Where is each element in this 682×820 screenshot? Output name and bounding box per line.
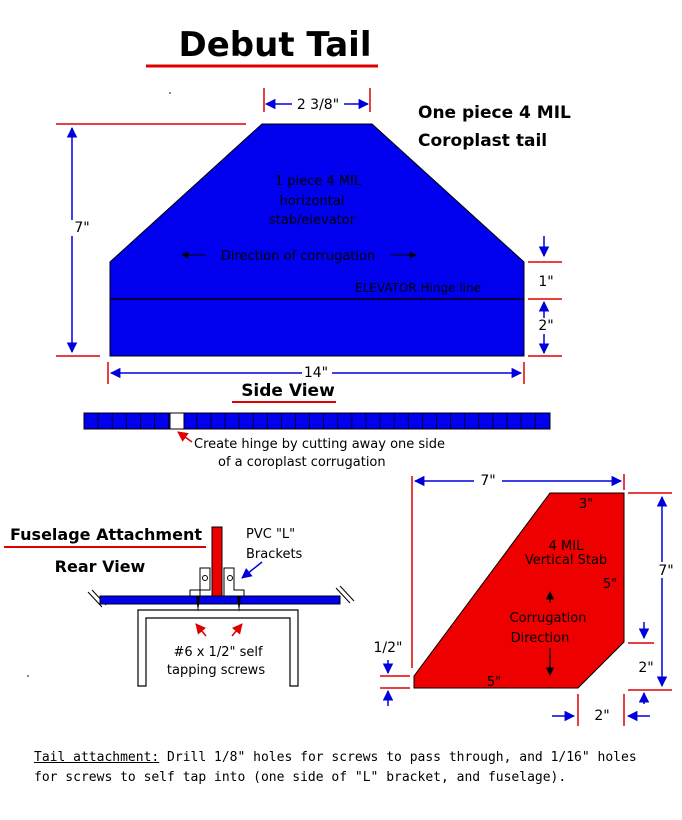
hinge-cut	[169, 412, 185, 430]
vstab-dim-height: 7"	[658, 563, 673, 579]
rear-view-assembly	[87, 526, 355, 687]
vertical-stab-shape	[413, 492, 625, 689]
vstab-dim-top: 3"	[579, 497, 593, 512]
l-bracket-left	[189, 567, 211, 597]
hinge-note-line1: Create hinge by cutting away one side	[194, 437, 445, 452]
dim-elevator-top-label: 1"	[538, 274, 553, 290]
footer-text: Drill 1/8" holes for screws to pass thro…	[34, 750, 637, 785]
dim-height-bg	[70, 220, 90, 236]
vstab-width-bg	[474, 472, 502, 488]
corrugation-strip	[83, 412, 551, 430]
rear-view-title-line2: Rear View	[55, 557, 146, 576]
screw-pointer-right	[231, 623, 243, 637]
rear-horizontal-stab	[99, 595, 341, 605]
hinge-note-line2: of a coroplast corrugation	[218, 455, 386, 470]
stray-dot-1	[169, 92, 171, 94]
vstab-dim-width: 7"	[480, 473, 495, 489]
tapping-screw-right	[237, 596, 241, 612]
hinge-line-label: ELEVATOR Hinge line	[355, 281, 481, 295]
page-title: Debut Tail	[179, 25, 372, 65]
break-mark-right-1	[335, 587, 351, 604]
dim-height-label: 7"	[74, 220, 89, 236]
bracket-label-line2: Brackets	[246, 547, 303, 562]
vstab-corrugation-line1: Corrugation	[510, 611, 587, 626]
vstab-dim-notch-height: 2"	[638, 660, 653, 676]
l-bracket-right	[223, 567, 245, 597]
vstab-height-bg	[654, 562, 678, 578]
bracket-label-line1: PVC "L"	[246, 527, 295, 542]
hinge-pointer-arrow	[177, 431, 193, 443]
rear-vertical-stab	[211, 526, 223, 597]
tapping-screw-left	[196, 596, 200, 612]
dim-top-label: 2 3/8"	[297, 97, 339, 113]
horizontal-stab: 1 piece 4 MIL horizontal stab/elevator D…	[109, 123, 525, 357]
tail-note-line1: One piece 4 MIL	[418, 103, 571, 123]
side-view-label: Side View	[241, 381, 335, 401]
vstab-dim-bottom: 5"	[487, 675, 501, 690]
corrugation-label-bg	[205, 246, 391, 262]
bracket-screw-right	[227, 575, 233, 581]
stab-label-line2: horizontal	[280, 194, 345, 209]
vertical-stab: 4 MIL Vertical Stab Corrugation Directio…	[413, 492, 625, 690]
dim-top-bg	[292, 96, 344, 112]
dim-width-label: 14"	[304, 365, 328, 381]
stray-dot-2	[27, 675, 29, 677]
tail-note-line2: Coroplast tail	[418, 131, 547, 151]
dim-elev-bottom-bg	[532, 318, 558, 334]
rear-view-title-line1: Fuselage Attachment	[10, 525, 202, 544]
vstab-label-line2: Vertical Stab	[525, 553, 607, 568]
vstab-dim-side: 5"	[603, 577, 617, 592]
stab-label-line1: 1 piece 4 MIL	[275, 174, 362, 189]
break-mark-right-2	[339, 585, 355, 602]
footer-note: Tail attachment: Drill 1/8" holes for sc…	[34, 748, 654, 788]
vstab-label-line1: 4 MIL	[549, 539, 584, 554]
dim-elevator-bottom-label: 2"	[538, 318, 553, 334]
stab-label-line3: stab/elevator	[269, 213, 356, 228]
bracket-screw-left	[202, 575, 208, 581]
screws-label-line1: #6 x 1/2" self	[173, 645, 263, 660]
corrugation-label: Direction of corrugation	[221, 249, 375, 264]
bracket-pointer-arrow	[241, 561, 263, 579]
corrugation-strip-body	[83, 412, 551, 430]
horizontal-stab-shape	[109, 123, 525, 357]
fuselage-outline	[137, 609, 299, 687]
dim-width-bg	[302, 364, 332, 380]
vstab-corrugation-line2: Direction	[511, 631, 570, 646]
screw-pointer-left	[195, 623, 207, 637]
vstab-dim-left: 1/2"	[374, 640, 403, 656]
screws-label-line2: tapping screws	[167, 663, 265, 678]
vstab-dim-notch-width: 2"	[594, 708, 609, 724]
footer-lead: Tail attachment:	[34, 750, 160, 765]
